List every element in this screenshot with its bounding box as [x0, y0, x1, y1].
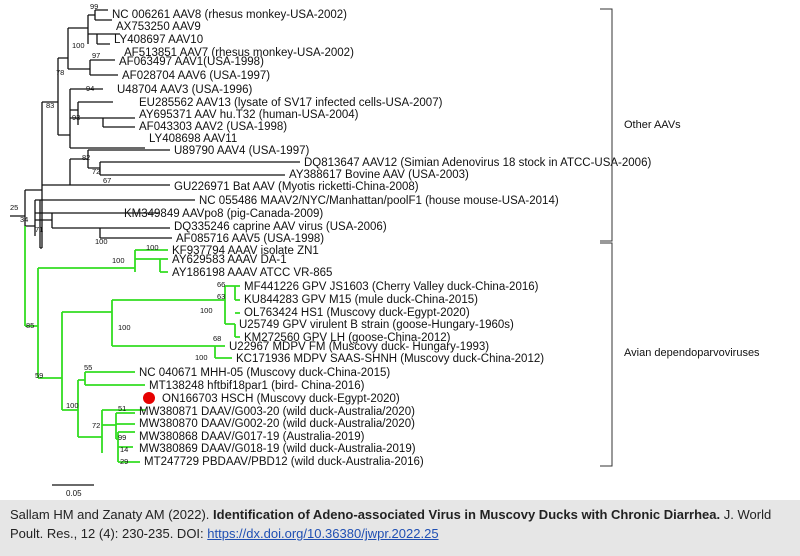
leaf-label: NC 006261 AAV8 (rhesus monkey-USA-2002) [112, 9, 347, 21]
scale-bar-label: 0.05 [66, 489, 82, 498]
leaf-label: LY408698 AAV11 [149, 133, 237, 145]
leaf-label: MF441226 GPV JS1603 (Cherry Valley duck-… [244, 281, 539, 293]
leaf-label: MW380869 DAAV/G018-19 (wild duck-Austral… [139, 443, 416, 455]
leaf-label: U89790 AAV4 (USA-1997) [174, 145, 309, 157]
bootstrap-value: 67 [103, 176, 111, 185]
bootstrap-value: 72 [92, 421, 100, 430]
bootstrap-value: 71 [35, 225, 43, 234]
phylogenetic-tree: NC 006261 AAV8 (rhesus monkey-USA-2002) … [10, 2, 760, 498]
leaf-label: AF043303 AAV2 (USA-1998) [139, 121, 287, 133]
bootstrap-value: 100 [112, 256, 125, 265]
bootstrap-value: 14 [120, 445, 128, 454]
bootstrap-value: 25 [10, 203, 18, 212]
leaf-label: NC 040671 MHH-05 (Muscovy duck-China-201… [139, 367, 390, 379]
leaf-label: MW380868 DAAV/G017-19 (Australia-2019) [139, 431, 365, 443]
group-label-avian: Avian dependoparvoviruses [624, 347, 760, 359]
leaf-label: AY388617 Bovine AAV (USA-2003) [289, 169, 469, 181]
avian-branches [24, 226, 240, 463]
bootstrap-value: 99 [90, 2, 98, 11]
leaf-label: MW380870 DAAV/G002-20 (wild duck-Austral… [139, 418, 415, 430]
leaf-label: DQ813647 AAV12 (Simian Adenovirus 18 sto… [304, 157, 651, 169]
bootstrap-value: 93 [72, 113, 80, 122]
scale-bar: 0.05 [52, 484, 94, 498]
leaf-label: AF513851 AAV7 (rhesus monkey-USA-2002) [124, 47, 354, 59]
bootstrap-value: 34 [20, 215, 28, 224]
bootstrap-value: 100 [195, 353, 208, 362]
leaf-label: MT247729 PBDAAV/PBD12 (wild duck-Austral… [144, 456, 424, 468]
bootstrap-value: 59 [35, 371, 43, 380]
bootstrap-value: 63 [217, 292, 225, 301]
bootstrap-value: 85 [26, 321, 34, 330]
bootstrap-value: 100 [72, 41, 85, 50]
highlight-marker [143, 392, 155, 404]
bootstrap-value: 100 [66, 401, 79, 410]
leaf-label: AY186198 AAAV ATCC VR-865 [172, 267, 332, 279]
leaf-labels: NC 006261 AAV8 (rhesus monkey-USA-2002) … [112, 9, 651, 468]
bootstrap-value: 97 [92, 51, 100, 60]
bootstrap-value: 94 [86, 84, 94, 93]
bootstrap-value: 82 [82, 153, 90, 162]
leaf-label: AF063497 AAV1(USA-1998) [119, 56, 264, 68]
leaf-label: GU226971 Bat AAV (Myotis ricketti-China-… [174, 181, 419, 193]
bootstrap-value: 78 [56, 68, 64, 77]
leaf-label: U22967 MDPV FM (Muscovy duck- Hungary-19… [229, 341, 489, 353]
leaf-label: DQ335246 caprine AAV virus (USA-2006) [174, 221, 387, 233]
bootstrap-value: 51 [118, 404, 126, 413]
leaf-label: AY695371 AAV hu.T32 (human-USA-2004) [139, 109, 359, 121]
group-brackets [600, 8, 613, 467]
leaf-label: AX753250 AAV9 [116, 21, 201, 33]
bootstrap-value: 72 [92, 167, 100, 176]
bootstrap-value: 100 [95, 237, 108, 246]
bootstrap-value: 66 [217, 280, 225, 289]
other-aavs-branches [10, 9, 300, 249]
bootstrap-value: 100 [118, 323, 131, 332]
bootstrap-value: 83 [46, 101, 54, 110]
bootstrap-value: 100 [146, 243, 159, 252]
leaf-label: EU285562 AAV13 (lysate of SV17 infected … [139, 97, 443, 109]
bootstrap-value: 99 [118, 433, 126, 442]
leaf-label: U48704 AAV3 (USA-1996) [117, 84, 252, 96]
leaf-label: U25749 GPV virulent B strain (goose-Hung… [239, 319, 514, 331]
leaf-label: AY629583 AAAV DA-1 [172, 254, 287, 266]
leaf-label: AF085716 AAV5 (USA-1998) [176, 233, 324, 245]
bootstrap-value: 29 [120, 457, 128, 466]
group-label-other: Other AAVs [624, 119, 681, 131]
leaf-label: MT138248 hftbif18par1 (bird- China-2016) [149, 380, 365, 392]
leaf-label: KU844283 GPV M15 (mule duck-China-2015) [244, 294, 478, 306]
caption-journal: J. World Poult. Res., 12 (4): 230-235. D… [10, 507, 772, 541]
leaf-label: KM272560 GPV LH (goose-China-2012) [244, 332, 451, 344]
leaf-label: KM349849 AAVpo8 (pig-Canada-2009) [124, 208, 323, 220]
leaf-label: AF028704 AAV6 (USA-1997) [122, 70, 270, 82]
leaf-label: KC171936 MDPV SAAS-SHNH (Muscovy duck-Ch… [236, 353, 544, 365]
bootstrap-value: 55 [84, 363, 92, 372]
leaf-label: NC 055486 MAAV2/NYC/Manhattan/poolF1 (ho… [199, 195, 559, 207]
caption-authors: Sallam HM and Zanaty AM (2022). [10, 507, 214, 522]
doi-link[interactable]: https://dx.doi.org/10.36380/jwpr.2022.25 [207, 526, 439, 541]
leaf-label: KF937794 AAAV isolate ZN1 [172, 245, 319, 257]
bootstrap-value: 68 [213, 334, 221, 343]
leaf-label: ON166703 HSCH (Muscovy duck-Egypt-2020) [162, 393, 400, 405]
bootstrap-value: 100 [200, 306, 213, 315]
bootstrap-values: 99 100 97 78 94 93 83 82 72 67 25 34 71 … [10, 2, 225, 466]
caption-title: Identification of Adeno-associated Virus… [213, 507, 721, 522]
figure-caption: Sallam HM and Zanaty AM (2022). Identifi… [0, 500, 800, 556]
leaf-label: MW380871 DAAV/G003-20 (wild duck-Austral… [139, 406, 415, 418]
leaf-label: OL763424 HS1 (Muscovy duck-Egypt-2020) [244, 307, 470, 319]
leaf-label: LY408697 AAV10 [114, 34, 203, 46]
